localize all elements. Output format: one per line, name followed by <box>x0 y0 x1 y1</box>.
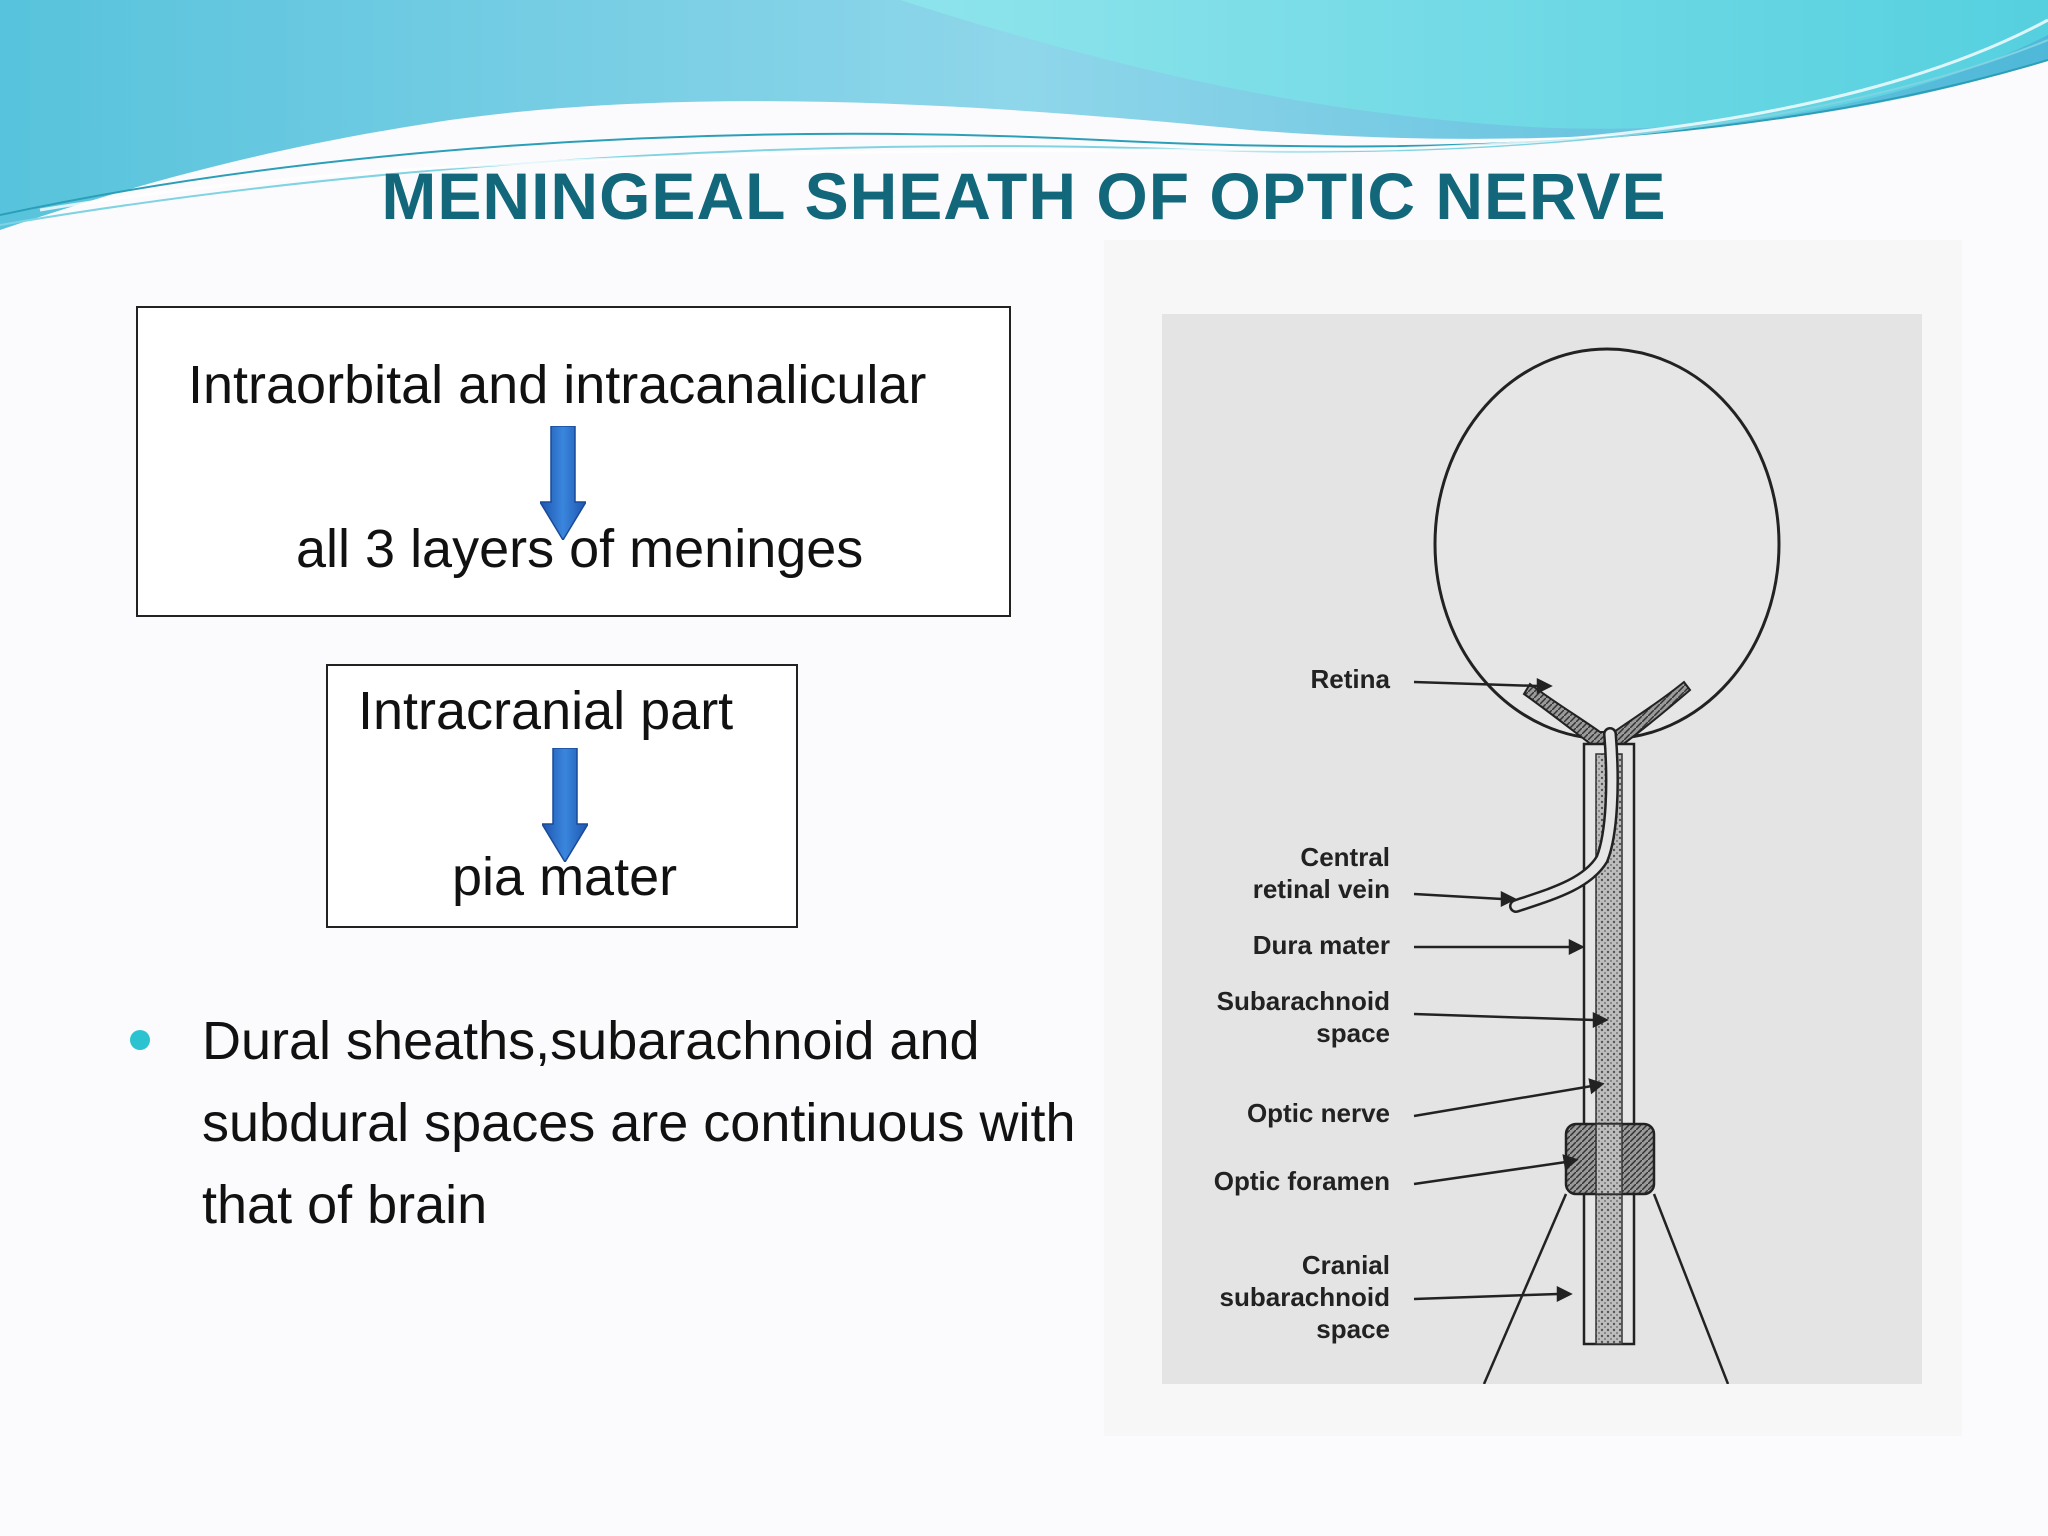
eyeball <box>1433 347 1781 741</box>
label-dura-mater: Dura mater <box>1253 930 1390 960</box>
down-arrow-icon <box>542 748 588 862</box>
intracranial-label: Intracranial part <box>358 681 734 741</box>
cranial-line-right <box>1652 1193 1730 1384</box>
down-arrow-icon <box>540 426 586 540</box>
bullet-dot-icon <box>130 1030 150 1050</box>
slide-title: MENINGEAL SHEATH OF OPTIC NERVE <box>381 159 1667 233</box>
label-central-retinal-vein-2: retinal vein <box>1253 874 1390 904</box>
pia-mater-label: pia mater <box>452 847 678 907</box>
label-subarachnoid-2: space <box>1316 1018 1390 1048</box>
label-cranial-1: Cranial <box>1302 1250 1390 1280</box>
label-central-retinal-vein-1: Central <box>1300 842 1390 872</box>
label-optic-nerve: Optic nerve <box>1247 1098 1390 1128</box>
bullet-item: Dural sheaths,subarachnoid and subdural … <box>202 1011 1076 1235</box>
header-wave <box>0 0 2048 230</box>
all-layers-label: all 3 layers of meninges <box>296 519 864 579</box>
label-cranial-2: subarachnoid <box>1220 1282 1390 1312</box>
label-cranial-3: space <box>1316 1314 1390 1344</box>
intracranial-box: Intracranial part pia mater <box>326 664 798 928</box>
intraorbital-label: Intraorbital and intracanalicular <box>188 355 927 415</box>
cranial-line-left <box>1482 1193 1568 1384</box>
intraorbital-box: Intraorbital and intracanalicular all 3 … <box>136 306 1011 617</box>
label-subarachnoid-1: Subarachnoid <box>1217 986 1390 1016</box>
optic-nerve-diagram: Retina Central retinal vein Dura mater S… <box>1162 314 1922 1384</box>
label-optic-foramen: Optic foramen <box>1214 1166 1390 1196</box>
label-retina: Retina <box>1311 664 1391 694</box>
optic-nerve-figure: Retina Central retinal vein Dura mater S… <box>1104 240 1962 1436</box>
